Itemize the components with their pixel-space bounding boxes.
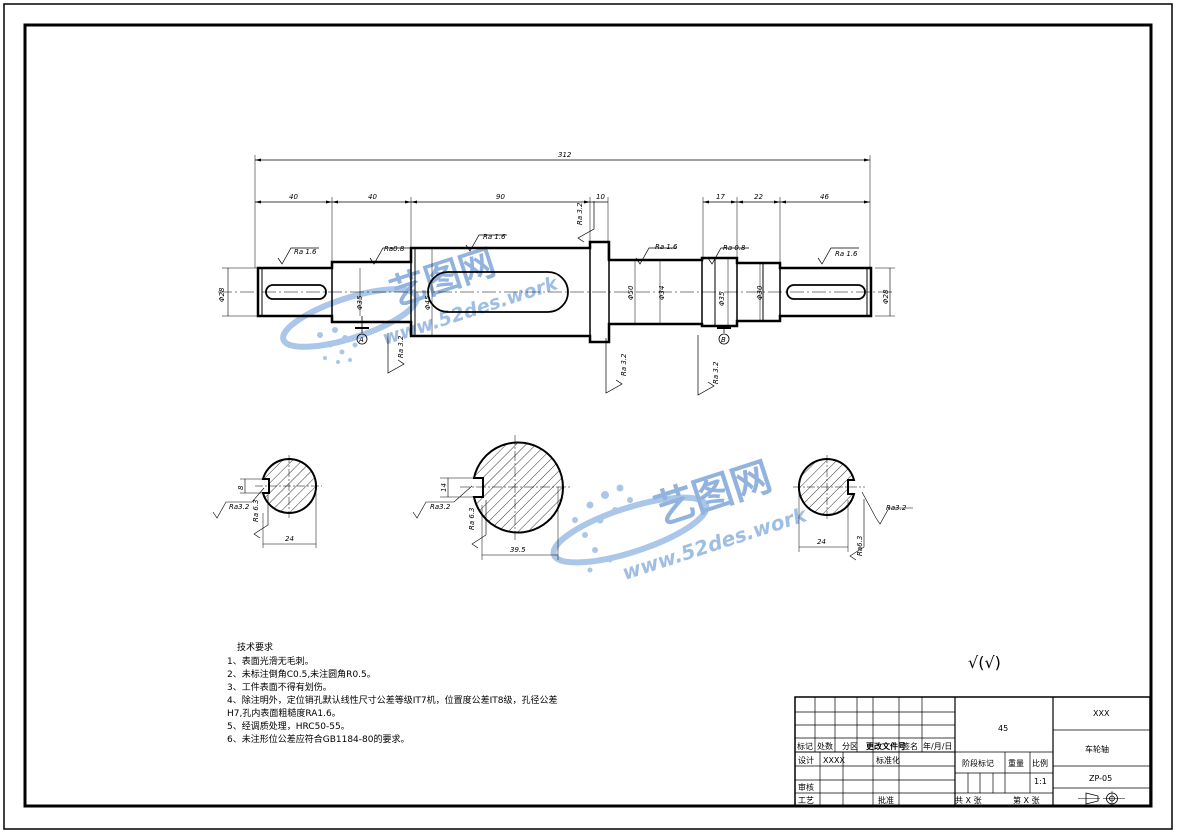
ra-4: Ra 3.2 (576, 202, 584, 225)
watermark-left: 艺图网 www.52des.work (280, 242, 562, 364)
watermark-right: 艺图网 www.52des.work (550, 454, 811, 585)
section2-ra-side: Ra3.2 (430, 503, 451, 511)
note-1: 1、表面光滑无毛刺。 (227, 655, 314, 667)
datum-b: B (721, 336, 726, 344)
ra-9: Ra 3.2 (620, 353, 628, 376)
note-6: 5、经调质处理，HRC50-55。 (227, 720, 350, 732)
title-block-text: 标记 处数 分区 更改文件号 签名 年/月/日 设计 XXXX 标准化 审核 工… (797, 709, 1112, 805)
note-3: 3、工件表面不得有划伤。 (227, 681, 332, 693)
ra-10: Ra 3.2 (712, 361, 720, 384)
section2-ra-bottom: Ra 6.3 (468, 507, 476, 530)
tb-zone: 分区 (842, 742, 858, 751)
dia-7: Φ30 (756, 285, 764, 300)
notes-title: 技术要求 (237, 641, 273, 653)
dia-8: Φ28 (882, 289, 890, 304)
keyway-middle (427, 271, 569, 313)
dia-5: Φ34 (658, 286, 666, 300)
dim-section-1: 40 (289, 193, 298, 201)
section-view-1 (212, 455, 322, 548)
section1-width: 8 (237, 485, 245, 490)
tb-process-label: 工艺 (798, 796, 814, 805)
tb-drawing-no: ZP-05 (1089, 774, 1112, 783)
dim-section-3: 90 (496, 193, 505, 201)
technical-notes: 技术要求 1、表面光滑无毛刺。 2、未标注倒角C0.5,未注圆角R0.5。 3、… (227, 641, 557, 745)
ra-8: Ra 3.2 (397, 335, 405, 358)
section1-depth: 24 (285, 535, 294, 543)
note-4: 4、除注明外，定位销孔默认线性尺寸公差等级IT7机，位置度公差IT8级，孔径公差 (227, 694, 557, 706)
roughness-symbols (277, 201, 859, 396)
tb-part-name: 车轮轴 (1085, 744, 1109, 754)
dia-1: Φ28 (218, 287, 226, 302)
tb-sheets-total: 共 X 张 (955, 796, 982, 805)
ra-3: Ra 1.6 (483, 233, 506, 241)
keyway-left (265, 284, 327, 300)
section3-ra-side: Ra3.2 (886, 504, 907, 512)
dia-4: Φ50 (627, 285, 635, 300)
dim-section-6: 22 (754, 193, 763, 201)
ra-2: Ra0.8 (384, 245, 405, 253)
dim-section-2: 40 (368, 193, 377, 201)
keyway-right (786, 284, 866, 300)
tb-mark: 标记 (797, 741, 813, 751)
section-view-3 (793, 455, 913, 561)
note-5: H7,孔内表面粗糙度RA1.6。 (227, 707, 341, 719)
note-2: 2、未标注倒角C0.5,未注圆角R0.5。 (227, 668, 376, 680)
tb-review-label: 审核 (798, 782, 814, 792)
tb-standardize-label: 标准化 (876, 755, 900, 765)
ra-7: Ra 1.6 (835, 250, 858, 258)
tb-approve-label: 批准 (878, 795, 894, 805)
datum-a: A (358, 336, 364, 344)
projection-symbol-icon (1078, 791, 1125, 806)
tb-scale: 1:1 (1034, 777, 1047, 786)
general-roughness-symbol: √(√) (968, 653, 1001, 672)
dim-section-7: 46 (820, 193, 829, 201)
tb-scale-label: 比例 (1032, 758, 1048, 768)
section1-ra-bottom: Ra 6.3 (252, 499, 260, 522)
dia-2: Φ35 (356, 295, 364, 310)
ra-5: Ra 1.6 (655, 243, 678, 251)
tb-designer: XXXX (823, 756, 845, 765)
shaft-main-view (218, 155, 895, 344)
outer-border (3, 3, 1173, 830)
section3-depth: 24 (817, 538, 826, 546)
dim-overall: 312 (558, 151, 572, 159)
dia-6: Φ35 (718, 291, 726, 306)
section1-ra-side: Ra3.2 (229, 503, 250, 511)
tb-date: 年/月/日 (923, 741, 952, 751)
inner-border (23, 23, 1153, 808)
note-7: 6、未注形位公差应符合GB1184-80的要求。 (227, 733, 409, 745)
ra-1: Ra 1.6 (294, 248, 317, 256)
dia-3: Φ45 (424, 295, 432, 310)
section2-depth: 39.5 (510, 546, 526, 554)
tb-change-doc: 更改文件号 (866, 741, 906, 751)
tb-company: XXX (1093, 709, 1110, 718)
section3-ra-bottom: Ra6.3 (856, 536, 864, 556)
datum-markers (355, 316, 731, 345)
dim-section-5: 17 (716, 193, 725, 201)
tb-count: 处数 (817, 741, 833, 751)
tb-sheet-no: 第 X 张 (1013, 795, 1040, 805)
tb-design-label: 设计 (798, 755, 814, 765)
section-view-2 (412, 435, 570, 560)
tb-stage-label: 阶段标记 (962, 758, 994, 768)
tb-sign: 签名 (902, 741, 918, 751)
tb-material: 45 (998, 724, 1008, 733)
title-block (794, 696, 1151, 807)
dim-section-4: 10 (596, 193, 605, 201)
section2-width: 14 (440, 483, 448, 492)
dimension-arrows (255, 158, 870, 204)
tb-weight-label: 重量 (1008, 758, 1024, 768)
ra-6: Ra 0.8 (723, 244, 746, 252)
